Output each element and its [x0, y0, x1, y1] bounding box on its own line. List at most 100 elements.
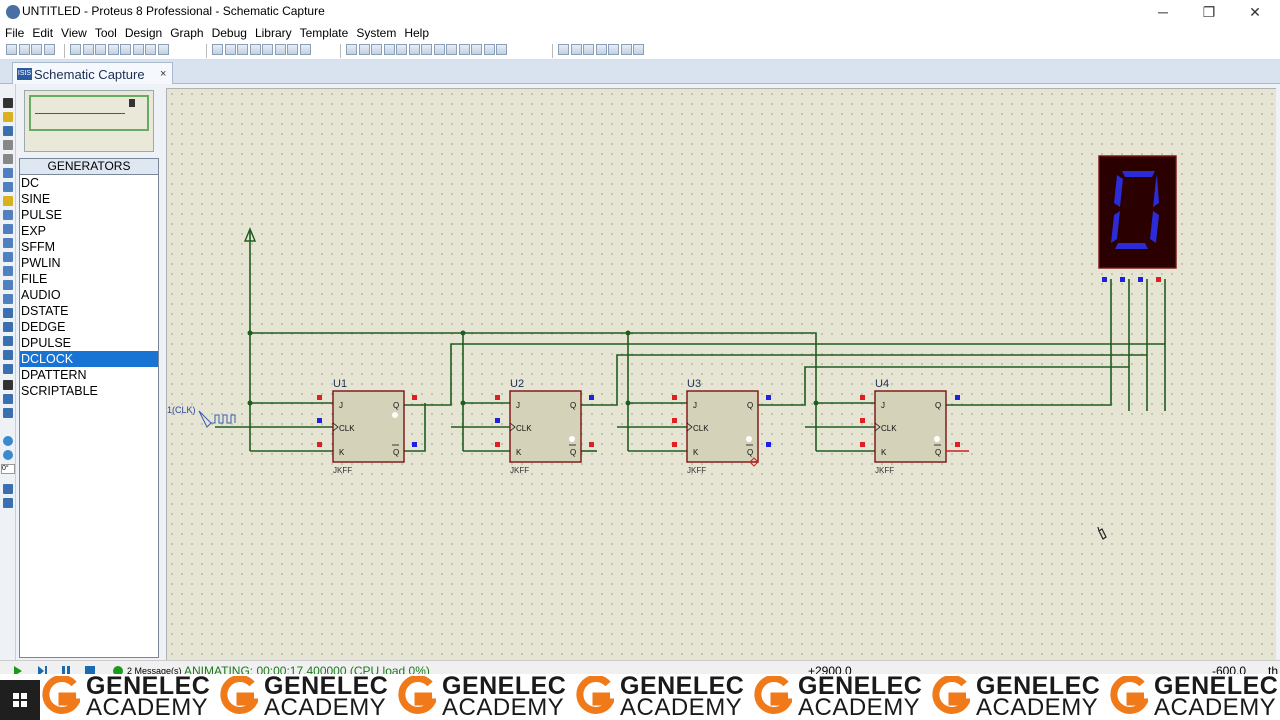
terminals-mode-icon[interactable]: [3, 196, 13, 206]
gerber-icon[interactable]: [120, 44, 131, 55]
wire-label-mode-icon[interactable]: [3, 140, 13, 150]
generator-item-pulse[interactable]: PULSE: [21, 208, 62, 222]
menu-library[interactable]: Library: [254, 26, 292, 40]
menu-file[interactable]: File: [5, 26, 25, 40]
cut-icon[interactable]: [371, 44, 382, 55]
tab-close-button[interactable]: ×: [160, 68, 167, 80]
packaging-icon[interactable]: [483, 44, 495, 55]
generator-item-dclock[interactable]: DCLOCK: [20, 351, 158, 367]
2d-path-icon[interactable]: [3, 364, 13, 374]
new-icon[interactable]: [6, 44, 17, 55]
origin-icon[interactable]: [237, 44, 248, 55]
menu-design[interactable]: Design: [124, 26, 163, 40]
menu-view[interactable]: View: [61, 26, 87, 40]
minimize-button[interactable]: ─: [1158, 4, 1168, 20]
zoom-area-icon[interactable]: [299, 44, 311, 55]
generator-item-dstate[interactable]: DSTATE: [21, 304, 69, 318]
text-script-mode-icon[interactable]: [3, 154, 13, 164]
2d-circle-icon[interactable]: [3, 336, 13, 346]
close-project-icon[interactable]: [43, 44, 55, 55]
menu-debug[interactable]: Debug: [211, 26, 247, 40]
2d-marker-icon[interactable]: [3, 408, 13, 418]
menu-help[interactable]: Help: [404, 26, 430, 40]
tape-recorder-mode-icon[interactable]: [3, 238, 13, 248]
wire-autorouter-icon[interactable]: [558, 44, 569, 55]
vsm-studio-icon[interactable]: [145, 44, 156, 55]
make-device-icon[interactable]: [471, 44, 482, 55]
tab-schematic-capture[interactable]: ISIS Schematic Capture ×: [12, 62, 173, 85]
mirror-y-icon[interactable]: [3, 498, 13, 508]
remove-sheet-icon[interactable]: [608, 44, 619, 55]
search-tag-icon[interactable]: [570, 44, 582, 55]
overview-window[interactable]: [24, 90, 154, 152]
pick-device-icon[interactable]: [458, 44, 470, 55]
play-button[interactable]: [12, 664, 24, 676]
mirror-x-icon[interactable]: [3, 484, 13, 494]
seven-segment-display[interactable]: [1098, 155, 1177, 269]
generator-item-dedge[interactable]: DEDGE: [21, 320, 66, 334]
step-button[interactable]: [36, 664, 48, 676]
bom-icon[interactable]: [132, 44, 144, 55]
power-terminal-icon[interactable]: [243, 227, 257, 242]
component-mode-icon[interactable]: [3, 112, 13, 122]
block-move-icon[interactable]: [421, 44, 432, 55]
property-tool-icon[interactable]: [583, 44, 594, 55]
2d-arc-icon[interactable]: [3, 350, 13, 360]
zoom-all-icon[interactable]: [287, 44, 298, 55]
windows-start-button[interactable]: [0, 680, 40, 720]
new-sheet-icon[interactable]: [595, 44, 607, 55]
device-pins-mode-icon[interactable]: [3, 210, 13, 220]
graph-mode-icon[interactable]: [3, 224, 13, 234]
close-window-button[interactable]: ✕: [1249, 4, 1261, 20]
virtual-instruments-icon[interactable]: [3, 294, 13, 304]
rotate-clockwise-icon[interactable]: [3, 436, 13, 446]
2d-text-icon[interactable]: [3, 380, 13, 390]
generator-item-pwlin[interactable]: PWLIN: [21, 256, 61, 270]
messages-icon[interactable]: [112, 664, 124, 676]
buses-mode-icon[interactable]: [3, 168, 13, 178]
generator-item-file[interactable]: FILE: [21, 272, 48, 286]
current-probe-icon[interactable]: [3, 280, 13, 290]
isis-icon[interactable]: [82, 44, 94, 55]
generator-item-exp[interactable]: EXP: [21, 224, 47, 238]
generator-item-sffm[interactable]: SFFM: [21, 240, 56, 254]
undo-icon[interactable]: [346, 44, 357, 55]
subcircuit-mode-icon[interactable]: [3, 182, 13, 192]
grid-icon[interactable]: [224, 44, 236, 55]
rotate-anticlockwise-icon[interactable]: [3, 450, 13, 460]
generator-item-audio[interactable]: AUDIO: [21, 288, 61, 302]
2d-box-icon[interactable]: [3, 322, 13, 332]
pan-icon[interactable]: [249, 44, 261, 55]
zoom-in-icon[interactable]: [262, 44, 273, 55]
menu-graph[interactable]: Graph: [170, 26, 204, 40]
generator-item-dc[interactable]: DC: [21, 176, 40, 190]
home-icon[interactable]: [70, 44, 81, 55]
redo-icon[interactable]: [358, 44, 370, 55]
generator-item-scriptable[interactable]: SCRIPTABLE: [21, 384, 98, 398]
voltage-probe-icon[interactable]: [3, 266, 13, 276]
dclock-generator[interactable]: 1(CLK): [167, 405, 236, 428]
menu-system[interactable]: System: [356, 26, 397, 40]
help-icon[interactable]: [157, 44, 169, 55]
restore-button[interactable]: ❐: [1202, 4, 1216, 20]
menu-edit[interactable]: Edit: [32, 26, 54, 40]
pause-button[interactable]: [60, 664, 72, 676]
flipflop-u1[interactable]: U1 JKFF J CLK K Q Q: [332, 378, 405, 475]
flipflop-u4[interactable]: U4 JKFF J CLK K Q Q: [874, 378, 947, 475]
ares-icon[interactable]: [95, 44, 106, 55]
generator-mode-icon[interactable]: [3, 252, 13, 262]
generator-item-dpulse[interactable]: DPULSE: [21, 336, 72, 350]
block-copy-icon[interactable]: [408, 44, 420, 55]
exit-to-parent-icon[interactable]: [620, 44, 632, 55]
stop-button[interactable]: [84, 664, 96, 676]
zoom-out-icon[interactable]: [274, 44, 286, 55]
generator-item-dpattern[interactable]: DPATTERN: [21, 368, 87, 382]
refresh-icon[interactable]: [212, 44, 223, 55]
block-delete-icon[interactable]: [446, 44, 457, 55]
block-rotate-icon[interactable]: [433, 44, 445, 55]
2d-symbol-icon[interactable]: [3, 394, 13, 404]
open-icon[interactable]: [18, 44, 30, 55]
3d-icon[interactable]: [107, 44, 119, 55]
flipflop-u3[interactable]: U3 JKFF J CLK K Q Q: [686, 378, 759, 475]
menu-tool[interactable]: Tool: [94, 26, 117, 40]
